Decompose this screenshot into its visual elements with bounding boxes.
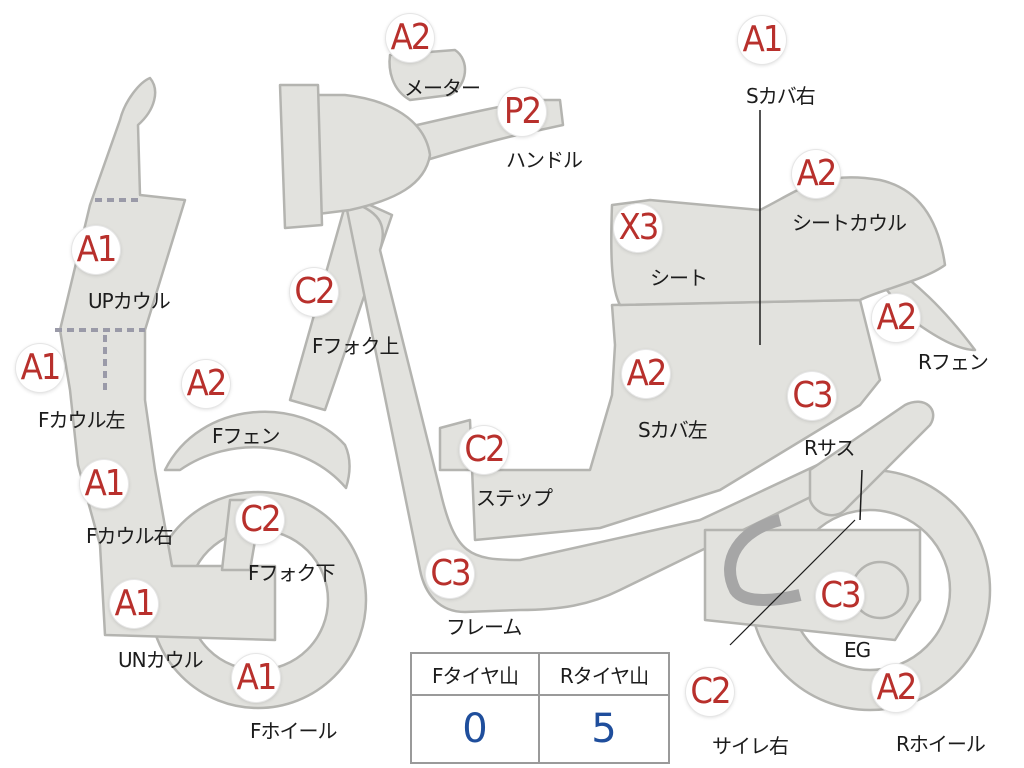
grade-badge-r-fender: A2 xyxy=(872,294,920,342)
grade-badge-un-cowl: A1 xyxy=(110,580,158,628)
grade-badge-step: C2 xyxy=(460,426,508,474)
grade-badge-r-suspension: C3 xyxy=(788,372,836,420)
grade-badge-seat-cowl: A2 xyxy=(792,150,840,198)
label-f-cowl-right: Fカウル右 xyxy=(86,524,174,548)
label-f-fork-lower: Fフォク下 xyxy=(248,561,336,585)
grade-badge-f-wheel: A1 xyxy=(232,654,280,702)
front-tire-header: Fタイヤ山 xyxy=(412,654,540,696)
tire-tread-table: Fタイヤ山 Rタイヤ山 0 5 xyxy=(410,652,670,764)
grade-badge-engine: C3 xyxy=(816,572,864,620)
rear-suspension-shape xyxy=(808,400,935,517)
label-r-wheel: Rホイール xyxy=(896,732,986,756)
label-f-fork-upper: Fフォク上 xyxy=(312,334,400,358)
label-handle: ハンドル xyxy=(506,148,583,172)
grade-badge-s-cover-left: A2 xyxy=(622,350,670,398)
label-f-cowl-left: Fカウル左 xyxy=(38,408,126,432)
label-muffler-right: サイレ右 xyxy=(712,734,789,758)
label-engine: EG xyxy=(844,638,871,662)
label-frame: フレーム xyxy=(446,615,522,639)
label-seat: シート xyxy=(650,266,708,290)
grade-badge-seat: X3 xyxy=(614,204,662,252)
grade-badge-muffler-right: C2 xyxy=(686,668,734,716)
label-r-suspension: Rサス xyxy=(804,436,855,460)
label-f-fender: Fフェン xyxy=(212,424,281,448)
grade-badge-frame: C3 xyxy=(426,550,474,598)
headlight-shape xyxy=(303,93,432,217)
grade-badge-s-cover-right: A1 xyxy=(738,16,786,64)
grade-badge-f-fender: A2 xyxy=(182,360,230,408)
front-tire-value: 0 xyxy=(412,696,540,762)
label-s-cover-left: Sカバ左 xyxy=(638,418,708,442)
grade-badge-up-cowl: A1 xyxy=(72,226,120,274)
grade-badge-r-wheel: A2 xyxy=(872,664,920,712)
label-f-wheel: Fホイール xyxy=(250,719,338,743)
grade-badge-f-fork-lower: C2 xyxy=(236,496,284,544)
rear-tire-header: Rタイヤ山 xyxy=(540,654,668,696)
grade-badge-f-cowl-left: A1 xyxy=(16,344,64,392)
label-step: ステップ xyxy=(476,486,553,510)
label-un-cowl: UNカウル xyxy=(118,648,204,672)
meter-shape xyxy=(388,48,467,102)
front-fender-shape xyxy=(163,410,351,490)
grade-badge-meter: A2 xyxy=(386,14,434,62)
grade-badge-f-cowl-right: A1 xyxy=(80,460,128,508)
grade-badge-f-fork-upper: C2 xyxy=(290,268,338,316)
side-cover-shape xyxy=(438,298,882,542)
label-meter: メーター xyxy=(404,76,481,100)
label-s-cover-right: Sカバ右 xyxy=(746,84,816,108)
grade-badge-handle: P2 xyxy=(498,88,546,136)
label-r-fender: Rフェン xyxy=(918,350,989,374)
rear-tire-value: 5 xyxy=(591,706,617,752)
label-seat-cowl: シートカウル xyxy=(792,211,907,235)
label-up-cowl: UPカウル xyxy=(88,289,171,313)
